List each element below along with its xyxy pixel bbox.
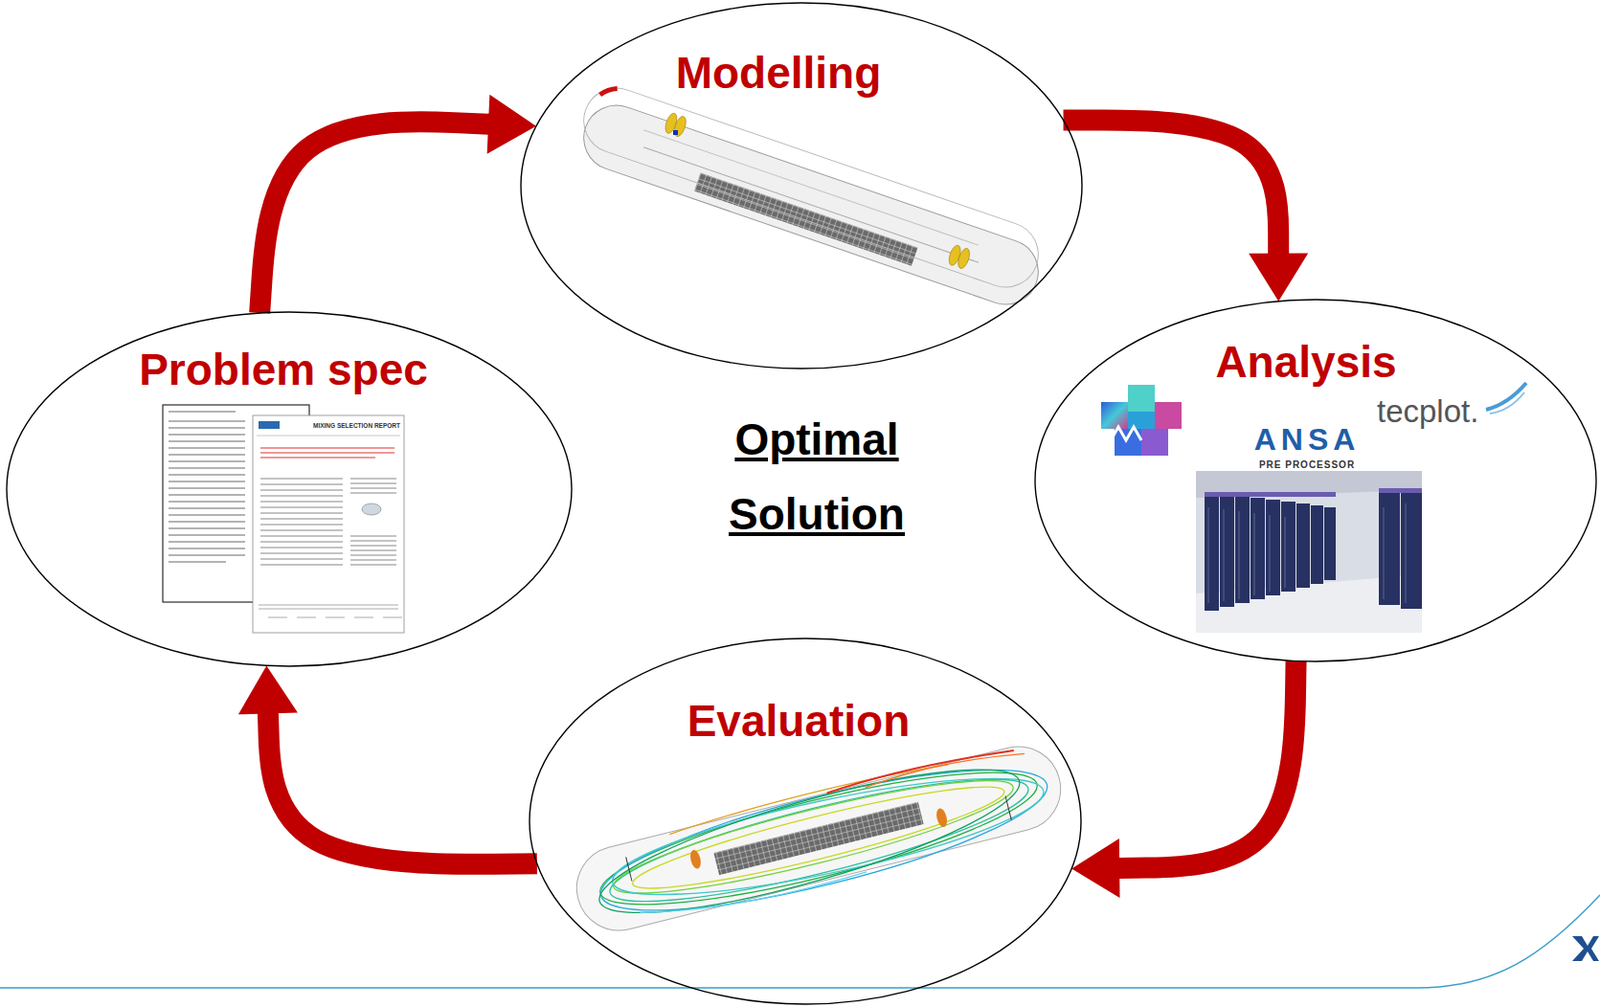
software-logo-text: ANSA (1230, 421, 1384, 458)
company-logo (1572, 936, 1600, 962)
node-title: Analysis (1024, 337, 1588, 388)
tecplot-swoosh (1486, 383, 1527, 414)
software-logo-subtext: PRE PROCESSOR (1230, 459, 1384, 472)
process-ellipse: Evaluation (528, 637, 1082, 1006)
node-title: Modelling (496, 47, 1060, 99)
cycle-arrow (238, 665, 538, 864)
process-ellipse: Analysis (1034, 298, 1598, 663)
ellipse-outline (528, 637, 1082, 1006)
node-title: Problem spec (0, 344, 567, 396)
arrow-head (238, 665, 298, 715)
server-photo (1195, 471, 1422, 633)
arrow-head (1248, 253, 1308, 302)
report-title: MIXING SELECTION REPORT (306, 422, 401, 430)
arrow-shaft (259, 121, 491, 314)
arrow-shaft (268, 711, 538, 864)
arrow-head (487, 94, 537, 155)
ellipse-outline (529, 638, 1082, 1005)
flow-result (566, 732, 1072, 946)
cycle-arrow (1071, 661, 1296, 899)
center-heading: Optimal Solution (692, 402, 942, 552)
process-ellipse: Problem spec (5, 311, 573, 668)
tank-model (574, 79, 1047, 314)
cycle-arrow (1063, 119, 1309, 301)
software-logo-text: tecplot. (1376, 392, 1492, 431)
arrow-shaft (1117, 661, 1296, 869)
software-logo (1101, 384, 1182, 456)
process-ellipse: Modelling (519, 1, 1083, 370)
footer-line (0, 895, 1600, 989)
node-title: Evaluation (521, 696, 1076, 747)
spec-documents (162, 405, 405, 633)
arrow-shaft (1063, 119, 1280, 255)
cycle-arrow (259, 94, 537, 314)
